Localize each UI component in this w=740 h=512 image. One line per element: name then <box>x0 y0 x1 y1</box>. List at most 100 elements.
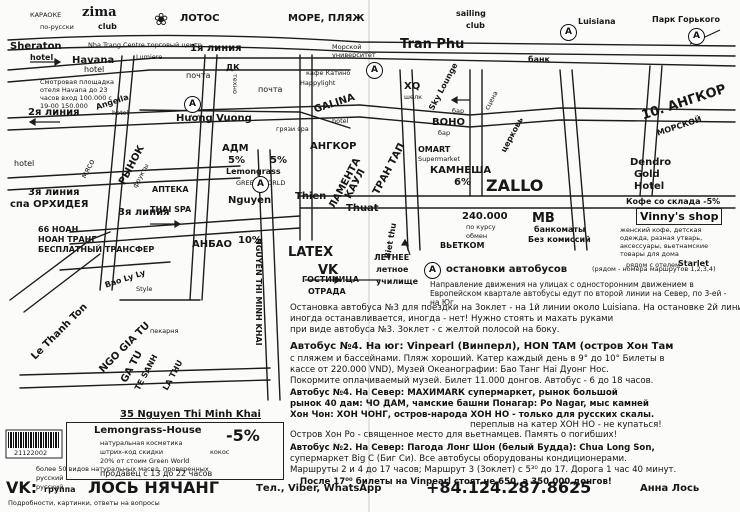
gold-hotel: Hotel <box>634 181 665 192</box>
bus-stop-icon: A <box>366 62 383 79</box>
angella-hotel: hotel <box>112 109 129 117</box>
sheraton-hotel: hotel <box>30 53 54 62</box>
footer-phone[interactable]: +84.124.287.8625 <box>426 478 592 497</box>
lemongrass-sub4: кокос <box>210 448 230 456</box>
dendro-label: Dendro <box>630 157 672 168</box>
street-nguyen-label: Nguyen <box>228 195 272 206</box>
anhao-label: АНБАО <box>192 239 232 250</box>
summer2-label: летное <box>376 265 409 274</box>
bus2-north: Автобус №2. На Север: Пагода Лонг Шон (б… <box>290 443 655 453</box>
street-coast <box>7 34 736 47</box>
lemongrass-sub3: 20% от стоим Green World <box>100 457 190 465</box>
sky-sub: бар <box>452 107 465 115</box>
bus-stop-note-3: при виде автобуса №3. 3оклет - с желтой … <box>290 325 560 335</box>
sailing-label: sailing <box>456 9 486 18</box>
street-line1 <box>7 57 351 71</box>
bus4-north-5: Остров Хон Ро - священное место для вьет… <box>290 430 618 440</box>
boho-label: BOHO <box>432 117 465 128</box>
no-fee-label: Без комиссий <box>528 235 591 244</box>
havana-hotel: hotel <box>84 65 105 74</box>
omart-label: OMART <box>418 145 451 154</box>
xq-label: XQ <box>404 81 421 92</box>
coffee-label: Кофе со склада -5% <box>626 197 721 206</box>
street-line3b-label: 3я линия <box>118 207 170 218</box>
zima-club: club <box>98 22 117 31</box>
lemongrass-sub2: штрих-код скидки <box>100 448 164 456</box>
street-ntmk-label: NGUYEN THI MINH KHAI <box>254 238 263 346</box>
adm-pct: 5% <box>228 155 245 166</box>
routes-note: Маршруты 2 и 4 до 17 часов; Маршрут 3 (3… <box>290 465 677 475</box>
bao-ly-style: Style <box>136 285 153 293</box>
galina-hotel: hotel <box>332 117 349 125</box>
bus4-north-4: переплыв на катер ХОН НО - не купаться! <box>470 420 662 430</box>
footer-group: группа <box>44 485 76 494</box>
barcode-icon <box>8 432 60 448</box>
sheraton-label: Sheraton <box>10 41 62 52</box>
page-fold <box>368 0 370 512</box>
bus-stop-icon: A <box>688 28 705 45</box>
xq-sub: шелк <box>404 93 423 101</box>
lemongrass-house-pct: -5% <box>226 426 260 445</box>
bus-stop-icon: A <box>424 262 441 279</box>
lotus-icon: ❀ <box>154 10 169 30</box>
thai-spa-label: THAI SPA <box>150 205 192 214</box>
hostel-label: ОТРАДА <box>308 287 346 296</box>
kamnesha-pct: 6% <box>454 177 471 188</box>
footer-vk: VK: <box>6 478 38 497</box>
sailing-club: club <box>466 21 485 30</box>
sea-beach-label: МОРЕ, ПЛЯЖ <box>288 13 365 24</box>
bus-stops-note: (рядом - номера маршрутов 1,2,3,4) <box>592 265 716 273</box>
footer-contact: Тел., Viber, WhatsApp <box>256 483 382 494</box>
barcode-number: 21122002 <box>14 449 48 457</box>
boho-sub: бар <box>438 129 451 137</box>
lemongrass-note: более 50 видов натуральных масел, провер… <box>36 465 209 473</box>
zallo-label: ZALLO <box>486 176 544 195</box>
atm-label: МВ <box>532 211 555 226</box>
bus4-north-3: Хон Чон: ХОН ЧОНГ, остров-народа ХОН НО … <box>290 410 655 420</box>
bus4-north-2: рынок 40 дам: ЧО ДАМ, чамские башни Пона… <box>290 399 649 409</box>
vk-label: VK <box>318 263 339 278</box>
summer3-label: училище <box>376 277 419 286</box>
gold-label: Gold <box>634 169 660 180</box>
zima-sub: по-русски <box>40 23 74 31</box>
free-transfer: БЕСПЛАТНЫЙ ТРАНСФЕР <box>38 245 155 254</box>
street-line2-label: 2я линия <box>28 107 80 118</box>
street-tran-phu-label: Tran Phu <box>400 37 465 52</box>
zima-label: zima <box>82 5 117 20</box>
lemongrass-note3: русский <box>36 483 64 491</box>
direction-note: Направление движения на улицах с односто… <box>430 280 727 307</box>
angkor-label: АНГКОР <box>310 141 357 152</box>
bakery-label: пекарня <box>150 327 179 335</box>
adm-label: АДМ <box>222 143 249 154</box>
street-thuat-label: Thuat <box>346 203 379 214</box>
galina-spa: грязи spa <box>276 125 309 133</box>
starlet-label: Starlet <box>678 259 709 268</box>
bus-stops-legend: остановки автобусов <box>446 264 568 275</box>
halai-label: hotel <box>14 159 35 168</box>
vinpearl-note: После 17⁰⁰ билеты на Vinpearl стоят не 6… <box>300 477 612 487</box>
kamnesha-label: КАМНЕША <box>430 165 492 176</box>
bank-label: банк <box>528 55 550 64</box>
bus4-south: Автобус №4. На юг: Vinpearl (Винперл), H… <box>290 341 674 352</box>
park-label: Парк Горького <box>652 15 721 24</box>
exchange-amount: 240.000 <box>462 211 508 222</box>
omart-sub: Supermarket <box>418 155 460 163</box>
latex-label: LATEX <box>288 245 334 260</box>
atm-sub: банкоматы <box>534 225 586 234</box>
footer-sub: Подробности, картинки, ответы на вопросы <box>8 499 160 507</box>
exchange-sub: по курсу <box>466 223 496 231</box>
lemongrass-house-label: Lemongrass-House <box>94 425 202 436</box>
street-thien-label: Thien <box>295 191 327 202</box>
bus2-north-2: супермаркет Big C (Биг Си). Все автобусы… <box>290 454 627 464</box>
street-hung-vuong-label: Hương Vuong <box>176 113 252 124</box>
footer-group-name[interactable]: ЛОСЬ НЯЧАНГ <box>88 478 220 497</box>
univ-label: Морской университет <box>332 43 376 59</box>
bus-stop-note-1: Остановка автобуса №3 для поездки на 3ок… <box>290 303 740 313</box>
lemongrass-note2: русский <box>36 474 64 482</box>
footer-owner: Анна Лось <box>640 483 700 494</box>
street-line1-label: 1я линия <box>190 43 242 54</box>
street-line2 <box>7 104 361 119</box>
lemongrass-label: Lemongrass <box>226 167 281 176</box>
lemongrass-hours: продавец с 13 до 22 часов <box>100 469 213 478</box>
karaoke-label: КАРАОКЕ <box>30 11 62 19</box>
